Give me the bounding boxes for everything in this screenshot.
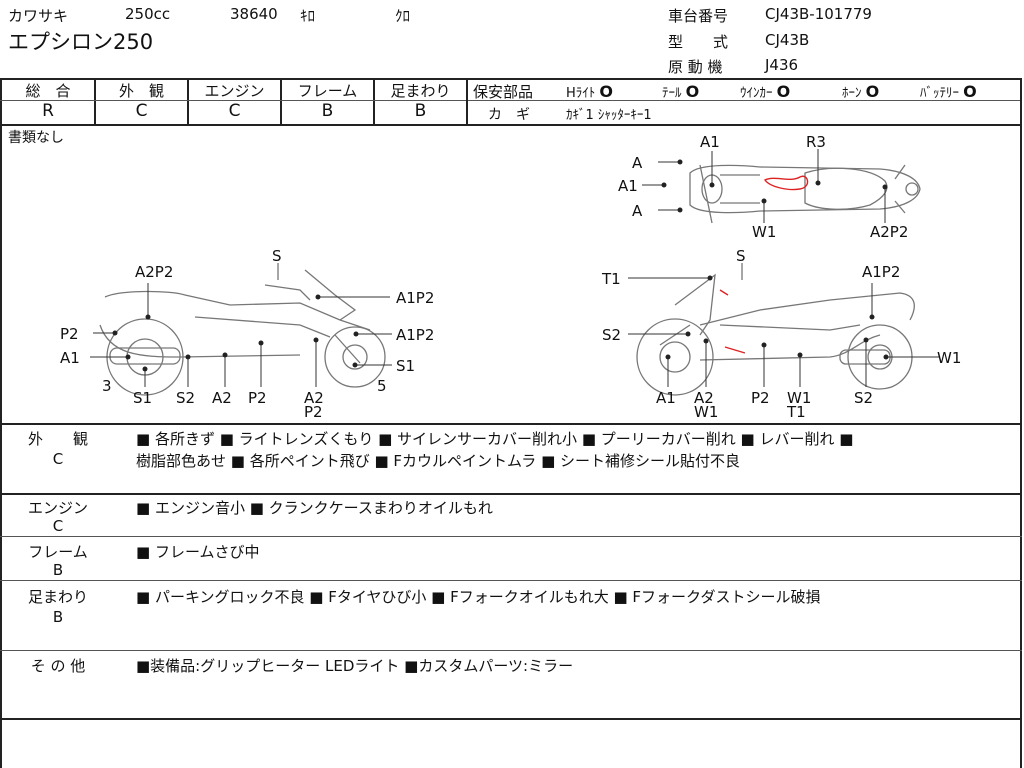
engine-value: J436 xyxy=(765,56,799,74)
label-right-s2-2: S2 xyxy=(854,389,873,407)
maker: カワサキ xyxy=(8,7,69,25)
label-top-a1-2: A1 xyxy=(618,177,638,195)
label-left-a2-2: A2 xyxy=(304,389,324,407)
grid-line xyxy=(0,493,1022,495)
model-name: エプシロン250 xyxy=(8,30,154,54)
label-left-p2-2: P2 xyxy=(248,389,267,407)
grid-line xyxy=(373,78,375,125)
label-left-p2: P2 xyxy=(60,325,79,343)
label-right-a2: A2 xyxy=(694,389,714,407)
frame-no: CJ43B-101779 xyxy=(765,5,872,23)
grid-line xyxy=(0,423,1022,425)
grid-line xyxy=(468,100,1020,101)
engine-label: 原 動 機 xyxy=(668,58,723,76)
grid-line xyxy=(466,78,468,125)
grid-line xyxy=(0,650,1022,651)
label-right-s2: S2 xyxy=(602,326,621,344)
label-left-s1-2: S1 xyxy=(133,389,152,407)
label-right-w1: W1 xyxy=(937,349,961,367)
label-right-w1-2: W1 xyxy=(694,403,718,421)
safety-item-headlight: Hﾗｲﾄ O xyxy=(566,82,614,101)
label-left-a1p2-1: A1P2 xyxy=(396,289,434,307)
grid-line xyxy=(94,78,96,125)
top-view-scooter xyxy=(689,164,921,224)
safety-item-tail: ﾃｰﾙ O xyxy=(662,82,700,101)
label-left-s1-1: S1 xyxy=(396,357,415,375)
documents-note: 書類なし xyxy=(8,130,64,146)
key-label: カ ギ xyxy=(488,107,530,123)
damage-marks xyxy=(719,175,809,354)
label-left-s2: S2 xyxy=(176,389,195,407)
label-top-r3: R3 xyxy=(806,133,826,151)
type-value: CJ43B xyxy=(765,31,810,49)
right-side-scooter xyxy=(636,263,915,396)
grid-line xyxy=(187,78,189,125)
label-right-w1-3: W1 xyxy=(787,389,811,407)
label-top-w1: W1 xyxy=(752,223,776,241)
safety-item-horn: ﾎｰﾝ O xyxy=(842,82,880,101)
label-right-a1: A1 xyxy=(656,389,676,407)
grid-line xyxy=(0,100,466,101)
label-left-a2p2: A2P2 xyxy=(135,263,173,281)
safety-label: 保安部品 xyxy=(473,83,534,101)
safety-item-battery: ﾊﾞｯﾃﾘｰ O xyxy=(920,82,977,101)
grid-line xyxy=(0,536,1022,537)
label-right-t1-2: T1 xyxy=(786,403,806,421)
label-right-s: S xyxy=(736,247,746,265)
safety-item-winker: ｳｲﾝｶｰ O xyxy=(740,82,791,101)
label-left-5: 5 xyxy=(377,377,387,395)
type-label: 型 式 xyxy=(668,33,729,51)
grid-line xyxy=(0,580,1022,581)
label-left-3: 3 xyxy=(102,377,112,395)
grid-line xyxy=(280,78,282,125)
key-value: ｶｷﾞ1 ｼｬｯﾀｰｷｰ1 xyxy=(566,108,652,123)
frame-no-label: 車台番号 xyxy=(668,7,729,25)
label-right-p2: P2 xyxy=(751,389,770,407)
mileage-unit: ｷﾛ xyxy=(300,7,316,25)
grid-line xyxy=(0,124,1022,126)
label-top-a2p2: A2P2 xyxy=(870,223,908,241)
label-left-a1p2-2: A1P2 xyxy=(396,326,434,344)
grid-line xyxy=(0,78,1022,80)
grid-line xyxy=(0,718,1022,720)
label-right-a1p2: A1P2 xyxy=(862,263,900,281)
color: ｸﾛ xyxy=(395,7,411,25)
label-right-t1: T1 xyxy=(601,270,621,288)
label-left-s: S xyxy=(272,247,282,265)
damage-diagram: A1 R3 A A1 A W1 A2P2 S A2P2 A1P2 P2 A1P2… xyxy=(60,133,961,421)
left-side-scooter xyxy=(99,263,386,396)
label-top-a1: A1 xyxy=(700,133,720,151)
label-top-a-1: A xyxy=(632,154,643,172)
label-left-a1: A1 xyxy=(60,349,80,367)
displacement: 250cc xyxy=(125,5,171,23)
label-left-a2: A2 xyxy=(212,389,232,407)
label-left-p2-3: P2 xyxy=(304,403,323,421)
mileage: 38640 xyxy=(230,5,278,23)
label-top-a-2: A xyxy=(632,202,643,220)
